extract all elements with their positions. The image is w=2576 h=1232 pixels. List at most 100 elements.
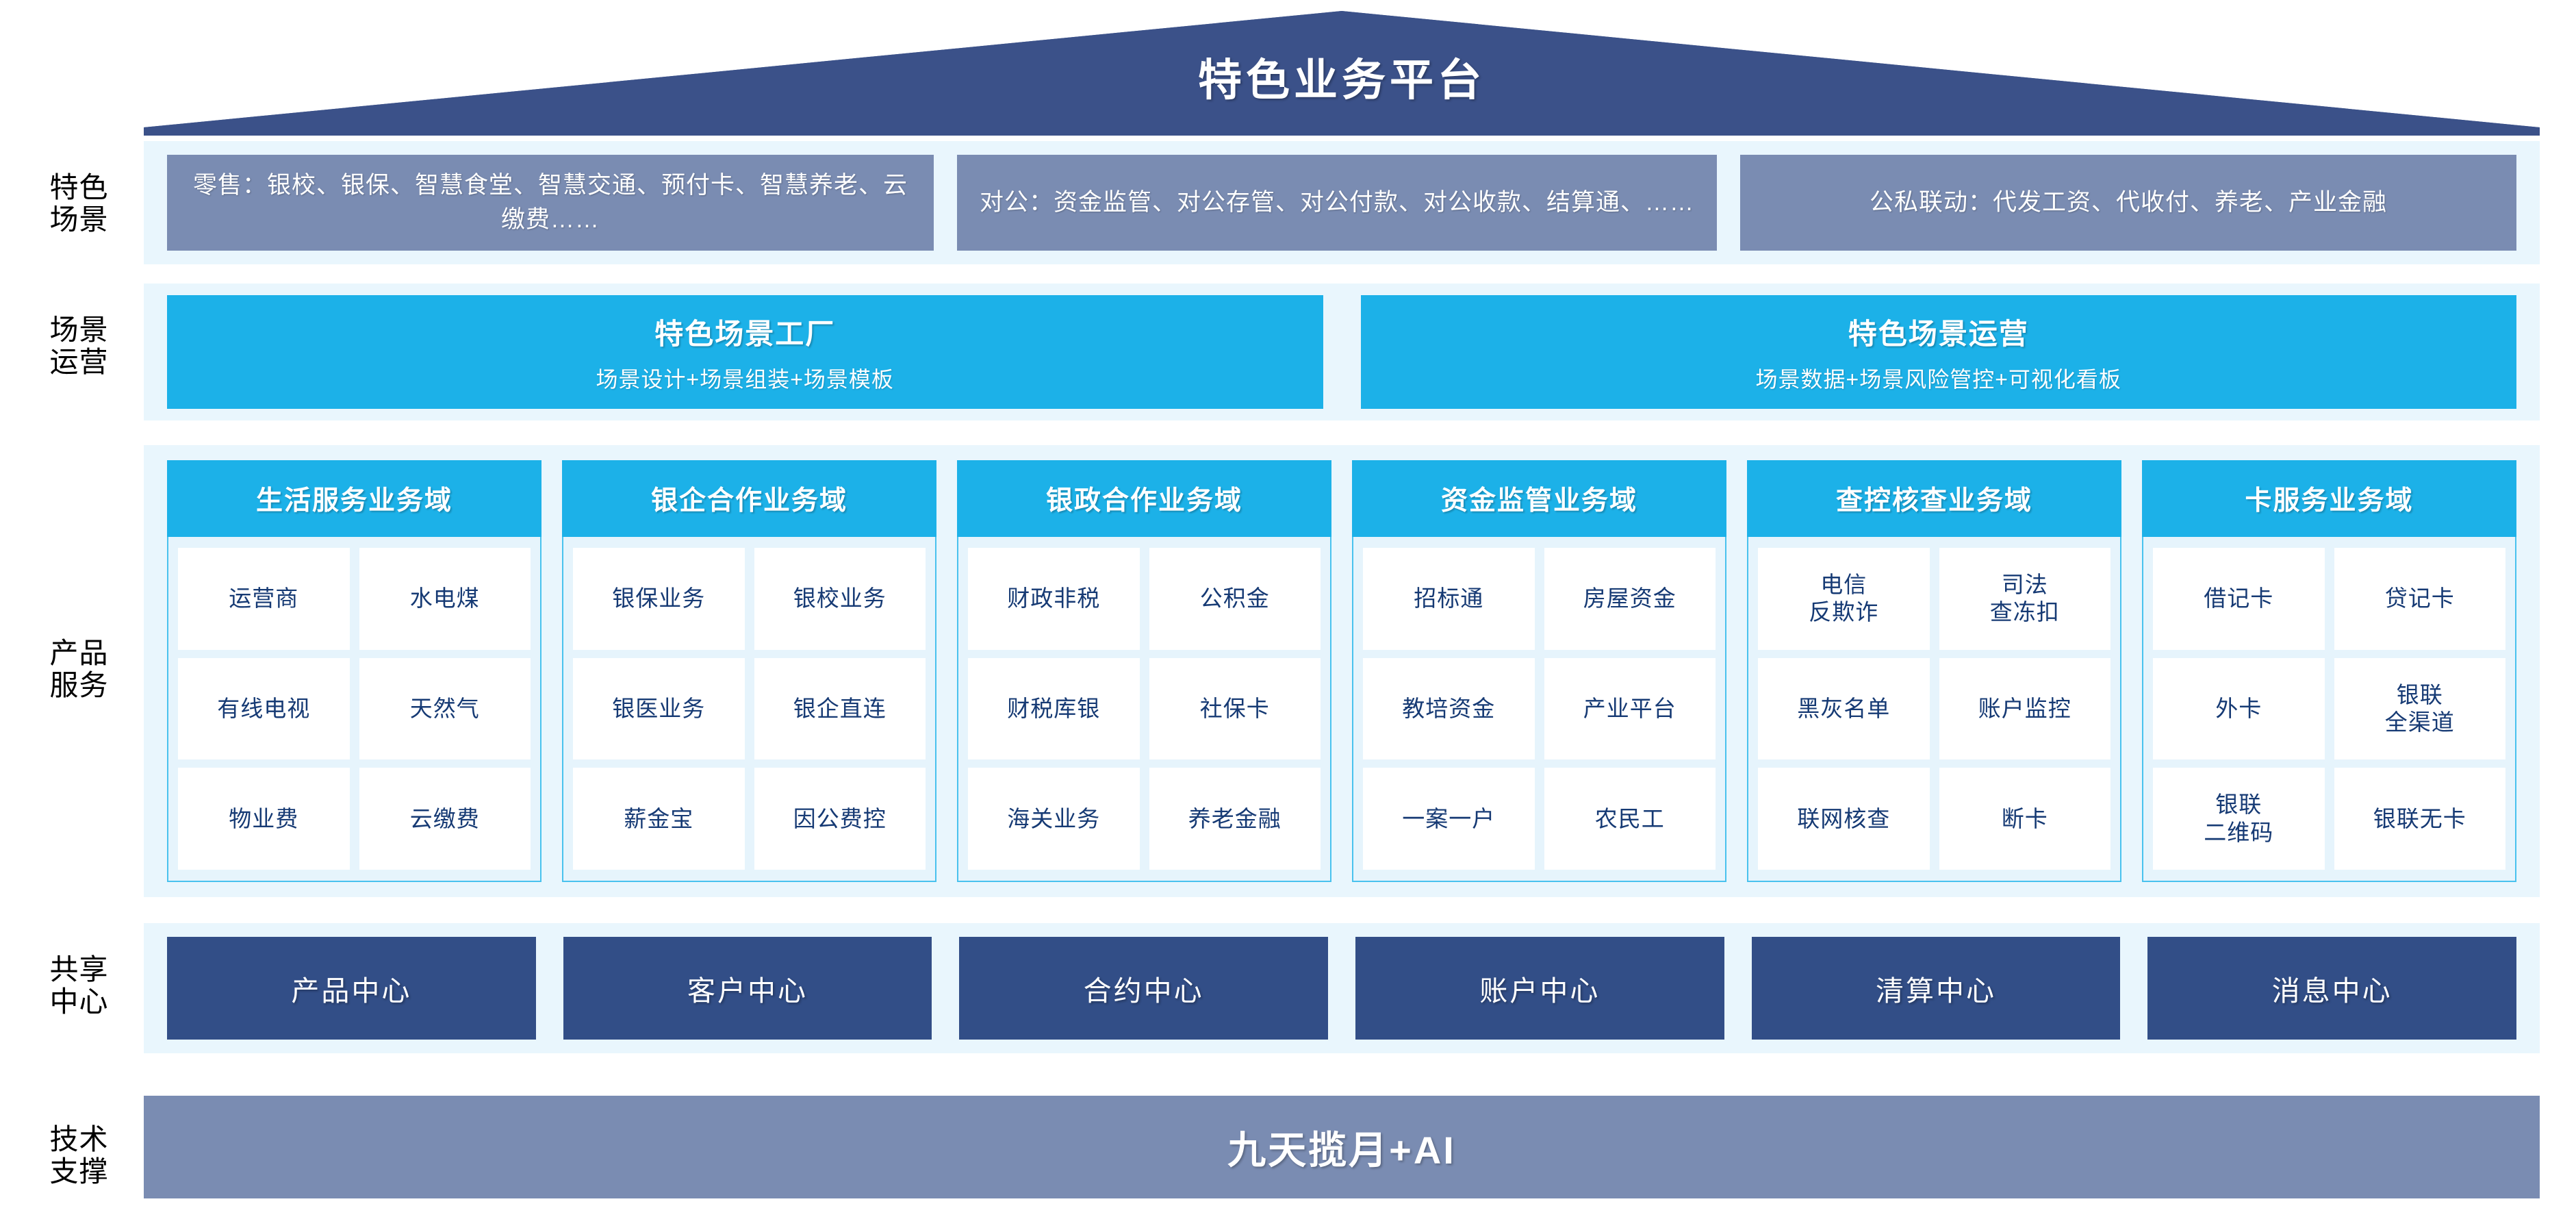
business-domain-row: 财税库银社保卡 — [968, 657, 1321, 760]
shared-center-box[interactable]: 消息中心 — [2147, 937, 2517, 1040]
scenario-box-corporate[interactable]: 对公：资金监管、对公存管、对公付款、对公收款、结算通、…… — [957, 155, 1717, 251]
business-domain-body: 运营商水电煤有线电视天然气物业费云缴费 — [167, 537, 541, 882]
shared-center-box[interactable]: 产品中心 — [167, 937, 536, 1040]
business-domain-title[interactable]: 生活服务业务域 — [167, 460, 541, 537]
product-tile[interactable]: 农民工 — [1544, 768, 1716, 870]
row-label-product-service: 产品 服务 — [49, 637, 109, 702]
product-tile[interactable]: 断卡 — [1939, 768, 2110, 870]
product-tile[interactable]: 黑灰名单 — [1758, 657, 1930, 760]
product-tile[interactable]: 银联 全渠道 — [2334, 657, 2505, 760]
business-domain-row: 物业费云缴费 — [178, 768, 531, 870]
business-domain-row: 教培资金产业平台 — [1363, 657, 1716, 760]
product-tile[interactable]: 司法 查冻扣 — [1939, 548, 2110, 650]
product-tile[interactable]: 一案一户 — [1363, 768, 1535, 870]
business-domain-column: 生活服务业务域运营商水电煤有线电视天然气物业费云缴费 — [167, 460, 541, 882]
business-domain-row: 外卡银联 全渠道 — [2153, 657, 2505, 760]
business-domain-row: 招标通房屋资金 — [1363, 548, 1716, 650]
business-domain-row: 借记卡贷记卡 — [2153, 548, 2505, 650]
business-domain-row: 有线电视天然气 — [178, 657, 531, 760]
scenario-operation-band: 特色场景工厂 场景设计+场景组装+场景模板 特色场景运营 场景数据+场景风险管控… — [144, 284, 2540, 420]
product-tile[interactable]: 招标通 — [1363, 548, 1535, 650]
business-domain-title[interactable]: 资金监管业务域 — [1352, 460, 1726, 537]
special-scenario-band: 零售：银校、银保、智慧食堂、智慧交通、预付卡、智慧养老、云缴费…… 对公：资金监… — [144, 141, 2540, 264]
business-domain-title[interactable]: 银政合作业务域 — [957, 460, 1331, 537]
product-tile[interactable]: 有线电视 — [178, 657, 350, 760]
ops-card-scenario-factory[interactable]: 特色场景工厂 场景设计+场景组装+场景模板 — [167, 295, 1323, 409]
product-service-band: 生活服务业务域运营商水电煤有线电视天然气物业费云缴费银企合作业务域银保业务银校业… — [144, 445, 2540, 897]
row-label-tech-support: 技术 支撑 — [49, 1123, 109, 1188]
product-tile[interactable]: 财政非税 — [968, 548, 1140, 650]
ops-card-title: 特色场景工厂 — [654, 317, 836, 350]
business-domain-row: 薪金宝因公费控 — [573, 768, 926, 870]
product-tile[interactable]: 薪金宝 — [573, 768, 745, 870]
row-label-scenario-operation: 场景 运营 — [49, 314, 109, 379]
product-tile[interactable]: 联网核查 — [1758, 768, 1930, 870]
roof-shape — [144, 11, 2540, 136]
product-tile[interactable]: 社保卡 — [1149, 657, 1321, 760]
scenario-box-retail[interactable]: 零售：银校、银保、智慧食堂、智慧交通、预付卡、智慧养老、云缴费…… — [167, 155, 934, 251]
product-tile[interactable]: 银联无卡 — [2334, 768, 2505, 870]
business-domain-column: 银政合作业务域财政非税公积金财税库银社保卡海关业务养老金融 — [957, 460, 1331, 882]
product-tile[interactable]: 运营商 — [178, 548, 350, 650]
ops-card-scenario-operation[interactable]: 特色场景运营 场景数据+场景风险管控+可视化看板 — [1360, 295, 2516, 409]
shared-center-box[interactable]: 账户中心 — [1355, 937, 1724, 1040]
product-tile[interactable]: 银企直连 — [754, 657, 926, 760]
product-tile[interactable]: 教培资金 — [1363, 657, 1535, 760]
product-tile[interactable]: 公积金 — [1149, 548, 1321, 650]
business-domain-row: 财政非税公积金 — [968, 548, 1321, 650]
business-domain-row: 银医业务银企直连 — [573, 657, 926, 760]
shared-center-band: 产品中心客户中心合约中心账户中心清算中心消息中心 — [144, 923, 2540, 1053]
product-tile[interactable]: 贷记卡 — [2334, 548, 2505, 650]
ops-card-subtitle: 场景设计+场景组装+场景模板 — [596, 366, 894, 392]
business-domain-column: 查控核查业务域电信 反欺诈司法 查冻扣黑灰名单账户监控联网核查断卡 — [1747, 460, 2121, 882]
business-domain-body: 招标通房屋资金教培资金产业平台一案一户农民工 — [1352, 537, 1726, 882]
business-domain-body: 借记卡贷记卡外卡银联 全渠道银联 二维码银联无卡 — [2142, 537, 2516, 882]
business-domain-row: 黑灰名单账户监控 — [1758, 657, 2110, 760]
product-tile[interactable]: 账户监控 — [1939, 657, 2110, 760]
business-domain-row: 一案一户农民工 — [1363, 768, 1716, 870]
product-tile[interactable]: 外卡 — [2153, 657, 2325, 760]
product-tile[interactable]: 天然气 — [359, 657, 531, 760]
business-domain-row: 联网核查断卡 — [1758, 768, 2110, 870]
product-tile[interactable]: 财税库银 — [968, 657, 1140, 760]
product-tile[interactable]: 产业平台 — [1544, 657, 1716, 760]
product-tile[interactable]: 银校业务 — [754, 548, 926, 650]
business-domain-row: 海关业务养老金融 — [968, 768, 1321, 870]
shared-center-box[interactable]: 清算中心 — [1751, 937, 2121, 1040]
shared-center-box[interactable]: 合约中心 — [959, 937, 1329, 1040]
business-domain-title[interactable]: 查控核查业务域 — [1747, 460, 2121, 537]
business-domain-body: 银保业务银校业务银医业务银企直连薪金宝因公费控 — [562, 537, 936, 882]
product-tile[interactable]: 养老金融 — [1149, 768, 1321, 870]
product-tile[interactable]: 云缴费 — [359, 768, 531, 870]
business-domain-title[interactable]: 银企合作业务域 — [562, 460, 936, 537]
product-tile[interactable]: 水电煤 — [359, 548, 531, 650]
product-tile[interactable]: 借记卡 — [2153, 548, 2325, 650]
product-tile[interactable]: 海关业务 — [968, 768, 1140, 870]
product-tile[interactable]: 电信 反欺诈 — [1758, 548, 1930, 650]
business-domain-column: 银企合作业务域银保业务银校业务银医业务银企直连薪金宝因公费控 — [562, 460, 936, 882]
tech-support-label: 九天揽月+AI — [1227, 1128, 1456, 1172]
tech-support-band: 九天揽月+AI — [144, 1096, 2540, 1198]
page-title: 特色业务平台 — [1198, 55, 1485, 105]
business-domain-title[interactable]: 卡服务业务域 — [2142, 460, 2516, 537]
business-domain-row: 银保业务银校业务 — [573, 548, 926, 650]
product-tile[interactable]: 因公费控 — [754, 768, 926, 870]
ops-card-subtitle: 场景数据+场景风险管控+可视化看板 — [1755, 366, 2121, 392]
business-domain-column: 资金监管业务域招标通房屋资金教培资金产业平台一案一户农民工 — [1352, 460, 1726, 882]
product-tile[interactable]: 银保业务 — [573, 548, 745, 650]
business-domain-row: 银联 二维码银联无卡 — [2153, 768, 2505, 870]
business-domain-body: 电信 反欺诈司法 查冻扣黑灰名单账户监控联网核查断卡 — [1747, 537, 2121, 882]
ops-card-title: 特色场景运营 — [1848, 317, 2029, 350]
shared-center-box[interactable]: 客户中心 — [563, 937, 932, 1040]
row-label-special-scenario: 特色 场景 — [49, 171, 109, 236]
business-domain-body: 财政非税公积金财税库银社保卡海关业务养老金融 — [957, 537, 1331, 882]
platform-roof: 特色业务平台 — [144, 5, 2540, 136]
scenario-box-public-private[interactable]: 公私联动：代发工资、代收付、养老、产业金融 — [1740, 155, 2516, 251]
product-tile[interactable]: 银联 二维码 — [2153, 768, 2325, 870]
product-tile[interactable]: 物业费 — [178, 768, 350, 870]
product-tile[interactable]: 房屋资金 — [1544, 548, 1716, 650]
business-domain-column: 卡服务业务域借记卡贷记卡外卡银联 全渠道银联 二维码银联无卡 — [2142, 460, 2516, 882]
product-tile[interactable]: 银医业务 — [573, 657, 745, 760]
business-domain-row: 运营商水电煤 — [178, 548, 531, 650]
